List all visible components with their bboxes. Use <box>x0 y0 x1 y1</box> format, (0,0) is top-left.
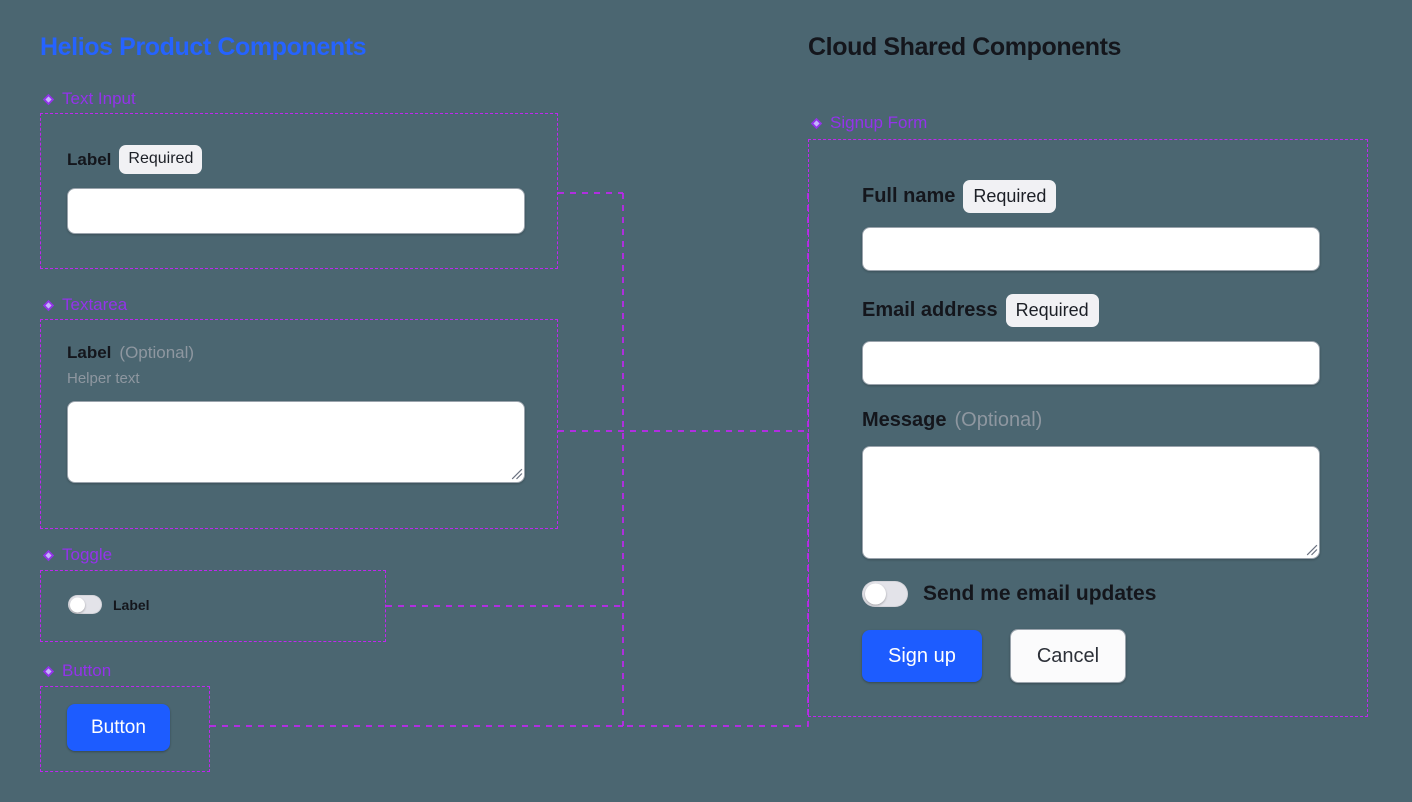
diamond-icon <box>810 117 823 129</box>
group-label-text-input: Text Input <box>42 89 136 109</box>
cancel-button[interactable]: Cancel <box>1009 629 1127 683</box>
email-label-row: Email address Required <box>862 294 1322 327</box>
diamond-icon <box>42 665 55 677</box>
email-label: Email address <box>862 299 998 321</box>
demo-button[interactable]: Button <box>67 704 170 751</box>
group-label-text: Text Input <box>62 89 136 108</box>
textarea-label-row: Label (Optional) <box>67 343 527 363</box>
text-input-required-badge: Required <box>119 145 203 174</box>
text-input-label-row: Label Required <box>67 145 527 174</box>
group-label-button: Button <box>42 661 111 681</box>
email-required-badge: Required <box>1005 294 1099 327</box>
group-label-text: Textarea <box>62 295 128 314</box>
diamond-icon <box>42 549 55 561</box>
textarea-helper-text: Helper text <box>67 370 140 387</box>
fullname-label: Full name <box>862 185 956 207</box>
group-label-text: Signup Form <box>830 113 928 132</box>
textarea-label: Label <box>67 343 112 362</box>
text-input-label: Label <box>67 149 112 169</box>
message-optional-tag: (Optional) <box>954 409 1043 431</box>
frame-textarea <box>40 319 558 529</box>
group-label-signup-form: Signup Form <box>810 113 927 133</box>
message-textarea[interactable] <box>862 446 1320 559</box>
text-input-field[interactable] <box>67 188 525 234</box>
toggle-label: Label <box>113 596 150 613</box>
group-label-textarea: Textarea <box>42 295 127 315</box>
fullname-required-badge: Required <box>963 180 1057 213</box>
component-textarea: Label (Optional) Helper text <box>67 343 527 483</box>
message-label-row: Message (Optional) <box>862 409 1322 432</box>
message-textarea-wrap <box>862 446 1322 559</box>
email-input[interactable] <box>862 341 1320 385</box>
component-text-input: Label Required <box>67 145 527 234</box>
textarea-wrap <box>67 401 527 483</box>
left-panel-title: Helios Product Components <box>40 33 367 61</box>
fullname-label-row: Full name Required <box>862 180 1322 213</box>
component-signup-form: Full name Required Email address Require… <box>862 180 1322 683</box>
email-updates-toggle-row[interactable]: Send me email updates <box>862 581 1322 607</box>
frame-toggle <box>40 570 386 642</box>
component-button: Button <box>67 704 170 751</box>
signup-button[interactable]: Sign up <box>862 630 982 682</box>
diamond-icon <box>42 93 55 105</box>
group-label-toggle: Toggle <box>42 545 112 565</box>
toggle-knob <box>70 597 85 612</box>
frame-text-input <box>40 113 558 269</box>
form-actions: Sign up Cancel <box>862 629 1322 683</box>
message-label: Message <box>862 409 947 431</box>
textarea-field[interactable] <box>67 401 525 483</box>
right-panel-title: Cloud Shared Components <box>808 33 1122 61</box>
toggle-knob <box>865 583 886 605</box>
fullname-input[interactable] <box>862 227 1320 271</box>
connector-right-leg <box>623 193 809 727</box>
group-label-text: Button <box>62 661 112 680</box>
component-toggle[interactable]: Label <box>68 595 150 614</box>
frame-button <box>40 686 210 772</box>
email-updates-label: Send me email updates <box>923 582 1157 605</box>
email-updates-toggle[interactable] <box>862 581 908 607</box>
textarea-optional-tag: (Optional) <box>119 343 195 362</box>
diamond-icon <box>42 299 55 311</box>
toggle-switch[interactable] <box>68 595 102 614</box>
group-label-text: Toggle <box>62 545 113 564</box>
